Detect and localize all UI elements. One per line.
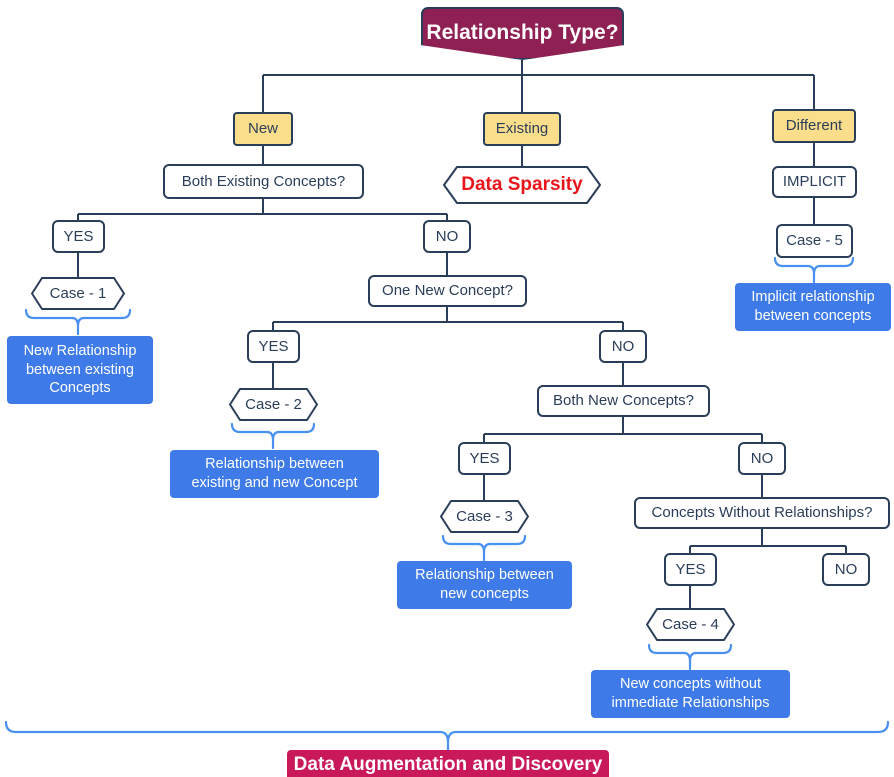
note-line: immediate Relationships — [611, 695, 770, 711]
note-case-3: Relationship between new concepts — [397, 561, 572, 609]
node-case-5[interactable]: Case - 5 — [776, 224, 853, 258]
node-label: YES — [469, 449, 500, 467]
note-line: Implicit relationship — [751, 289, 875, 306]
node-label: Concepts Without Relationships? — [651, 504, 873, 522]
note-line: Concepts — [49, 380, 111, 397]
node-label: One New Concept? — [382, 282, 513, 300]
node-label: YES — [675, 560, 706, 578]
note-case-5: Implicit relationship between concepts — [735, 283, 891, 331]
decision-concepts-without-relationships[interactable]: Concepts Without Relationships? — [634, 497, 890, 529]
node-case-3[interactable]: Case - 3 — [440, 500, 529, 533]
node-label: New — [247, 120, 278, 138]
decision-both-new-concepts[interactable]: Both New Concepts? — [537, 385, 710, 417]
branch-label-new[interactable]: New — [233, 112, 293, 146]
note-case-2: Relationship between existing and new Co… — [170, 450, 379, 498]
node-case-1[interactable]: Case - 1 — [31, 277, 125, 310]
node-label: Case - 4 — [662, 616, 719, 633]
node-label: Data Augmentation and Discovery — [293, 754, 603, 776]
answer-no-both-existing[interactable]: NO — [423, 220, 471, 253]
node-label: NO — [611, 337, 635, 355]
note-case-1: New Relationship between existing Concep… — [7, 336, 153, 404]
node-label: Case - 2 — [245, 396, 302, 413]
branch-label-existing[interactable]: Existing — [483, 112, 561, 146]
node-label: NO — [750, 449, 774, 467]
node-label: YES — [258, 337, 289, 355]
answer-no-without-rel[interactable]: NO — [822, 553, 870, 586]
note-line: New concepts without — [619, 676, 762, 693]
node-case-4[interactable]: Case - 4 — [646, 608, 735, 641]
node-label: Relationship Type? — [426, 21, 619, 45]
caption-data-augmentation-and-discovery: Data Augmentation and Discovery — [287, 750, 609, 777]
note-line: existing and new Concept — [191, 475, 358, 491]
answer-yes-one-new[interactable]: YES — [247, 330, 300, 363]
node-data-sparsity[interactable]: Data Sparsity — [443, 166, 601, 204]
answer-no-one-new[interactable]: NO — [599, 330, 647, 363]
node-case-2[interactable]: Case - 2 — [229, 388, 318, 421]
node-label: IMPLICIT — [782, 173, 847, 191]
note-case-4: New concepts without immediate Relations… — [591, 670, 790, 718]
answer-yes-both-existing[interactable]: YES — [52, 220, 105, 253]
note-line: Relationship between — [415, 567, 554, 584]
branch-label-different[interactable]: Different — [772, 109, 856, 143]
answer-yes-without-rel[interactable]: YES — [664, 553, 717, 586]
note-line: new concepts — [440, 586, 529, 602]
node-label: Case - 3 — [456, 508, 513, 525]
node-label: Case - 5 — [786, 232, 843, 250]
note-line: New Relationship — [23, 343, 137, 360]
answer-no-both-new[interactable]: NO — [738, 442, 786, 475]
node-implicit[interactable]: IMPLICIT — [772, 166, 857, 198]
node-label: Both Existing Concepts? — [181, 172, 346, 190]
node-label: Different — [785, 117, 843, 135]
decision-one-new-concept[interactable]: One New Concept? — [368, 275, 527, 307]
node-relationship-type-root[interactable]: Relationship Type? — [421, 7, 624, 60]
node-label: Case - 1 — [49, 285, 107, 302]
node-label: Existing — [495, 120, 549, 138]
answer-yes-both-new[interactable]: YES — [458, 442, 511, 475]
node-label: NO — [435, 227, 459, 245]
note-line: between existing — [25, 361, 134, 378]
node-label: NO — [834, 560, 858, 578]
node-label: Both New Concepts? — [553, 392, 694, 410]
node-label: Data Sparsity — [461, 174, 583, 195]
node-label: YES — [63, 227, 94, 245]
decision-both-existing-concepts[interactable]: Both Existing Concepts? — [163, 164, 364, 199]
note-line: Relationship between — [205, 456, 344, 473]
note-line: between concepts — [754, 308, 872, 324]
